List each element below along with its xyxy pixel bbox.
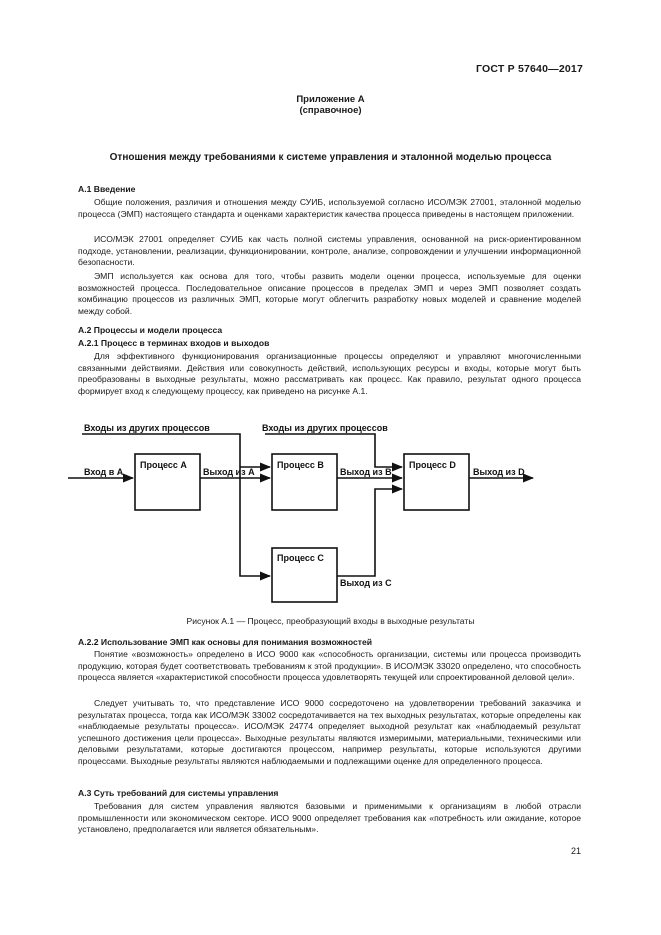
standard-number: ГОСТ Р 57640—2017	[475, 63, 583, 75]
section-a1-paragraph-3: ЭМП используется как основа для того, чт…	[78, 271, 581, 316]
label-output-b: Выход из В	[340, 467, 392, 477]
process-d-box	[403, 453, 470, 511]
annex-note: (справочное)	[299, 105, 362, 116]
label-process-b: Процесс В	[277, 460, 324, 470]
arrow-c-to-d	[337, 484, 404, 577]
section-a22-paragraph-2: Следует учитывать то, что представление …	[78, 698, 581, 766]
page-number: 21	[570, 846, 581, 856]
section-a21-heading: А.2.1 Процесс в терминах входов и выходо…	[78, 338, 270, 348]
section-a1-paragraph-2: ИСО/МЭК 27001 определяет СУИБ как часть …	[78, 234, 581, 268]
label-output-a: Выход из А	[203, 467, 255, 477]
process-a-box	[134, 453, 201, 511]
section-a3-paragraph: Требования для систем управления являютс…	[78, 801, 581, 835]
main-title: Отношения между требованиями к системе у…	[109, 152, 552, 163]
figure-caption: Рисунок А.1 — Процесс, преобразующий вхо…	[186, 616, 475, 626]
label-process-a: Процесс А	[140, 460, 187, 470]
section-a1-paragraph-1: Общие положения, различия и отношения ме…	[78, 197, 581, 219]
process-b-box	[271, 453, 338, 511]
section-a21-paragraph: Для эффективного функционирования органи…	[78, 351, 581, 396]
label-process-c: Процесс С	[277, 553, 324, 563]
label-inputs-other-2: Входы из других процессов	[262, 423, 388, 433]
label-process-d: Процесс D	[409, 460, 456, 470]
section-a3-heading: А.3 Суть требований для системы управлен…	[78, 788, 279, 798]
section-a22-paragraph-1: Понятие «возможность» определено в ИСО 9…	[78, 649, 581, 683]
arrow-inputs-to-d	[265, 433, 404, 472]
section-a1-heading: А.1 Введение	[78, 184, 136, 194]
label-inputs-other-1: Входы из других процессов	[84, 423, 210, 433]
label-output-c: Выход из С	[340, 578, 392, 588]
arrow-inputs-to-c	[82, 433, 272, 581]
label-input-a: Вход в А	[84, 467, 124, 477]
process-c-box	[271, 547, 338, 603]
label-output-d: Выход из D	[473, 467, 525, 477]
section-a22-heading: А.2.2 Использование ЭМП как основы для п…	[78, 637, 373, 647]
annex-title: Приложение А	[296, 94, 365, 105]
section-a2-heading: А.2 Процессы и модели процесса	[78, 325, 223, 335]
